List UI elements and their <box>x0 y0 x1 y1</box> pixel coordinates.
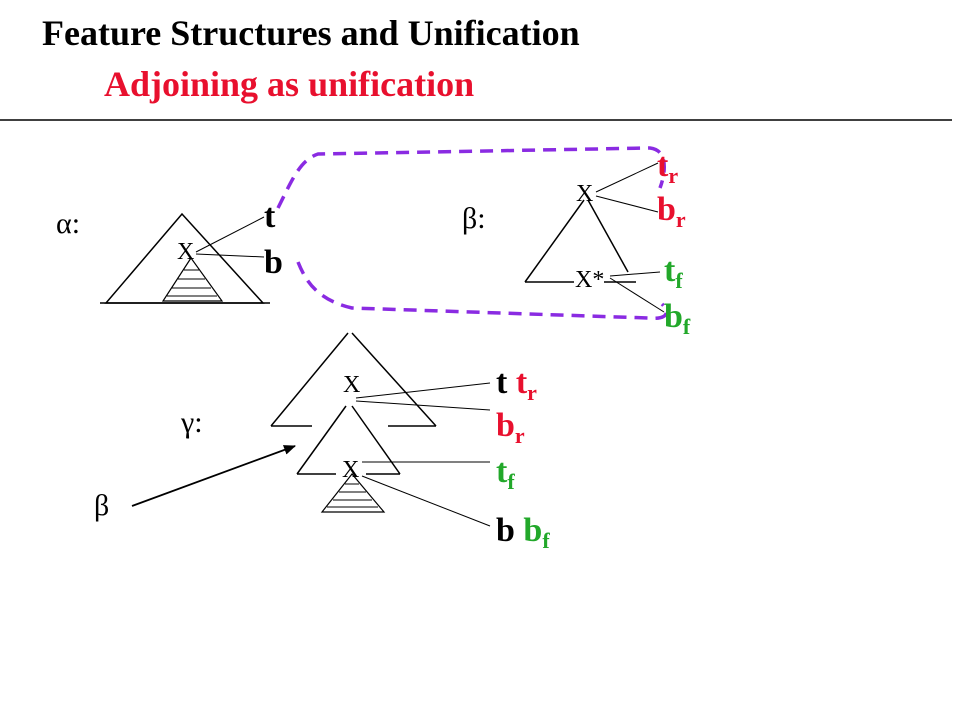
beta-root-top-feature: tr <box>657 147 678 188</box>
beta-root-bottom-feature: br <box>657 191 686 232</box>
gamma-inner-right-edge <box>351 405 401 475</box>
beta-root-top-connector <box>595 162 659 193</box>
gamma-root-bottom-connector <box>355 400 491 411</box>
alpha-node-x: X <box>177 239 194 265</box>
gamma-outer-right-edge <box>351 332 437 427</box>
beta-label: β: <box>462 202 486 235</box>
beta-pointer-arrow <box>131 445 296 507</box>
alpha-top-connector <box>195 216 265 253</box>
gamma-root-top-feature: t tr <box>496 364 537 405</box>
beta-right-edge <box>587 199 629 273</box>
beta-root-bottom-connector <box>595 195 659 213</box>
gamma-subtree-triangle <box>320 473 386 513</box>
beta-foot-bottom-connector <box>609 277 665 313</box>
alpha-top-feature: t <box>264 198 276 235</box>
gamma-inner-bottom-connector <box>361 475 491 527</box>
alpha-label: α: <box>56 207 80 240</box>
slide-title: Feature Structures and Unification <box>42 13 580 53</box>
gamma-beta-pointer-label: β <box>94 489 109 522</box>
alpha-tree: α: X t b <box>56 198 283 304</box>
alpha-bottom-connector <box>195 253 265 258</box>
gamma-tree: γ: X X t tr br tf b b <box>94 332 550 553</box>
gamma-root-node: X <box>343 372 360 398</box>
alpha-bottom-feature: b <box>264 244 283 281</box>
beta-root-node: X <box>576 181 593 207</box>
gamma-root-bottom-feature: br <box>496 407 525 448</box>
slide-subtitle: Adjoining as unification <box>104 64 475 104</box>
beta-foot-top-feature: tf <box>664 252 683 293</box>
alpha-subtree-triangle <box>161 256 224 302</box>
gamma-root-top-connector <box>355 382 491 399</box>
beta-tree: β: X X* tr br tf bf <box>462 147 691 339</box>
gamma-label: γ: <box>180 406 203 439</box>
gamma-inner-node: X <box>342 457 359 483</box>
beta-foot-top-connector <box>609 271 661 277</box>
adjoining-dashed-path <box>276 146 669 321</box>
gamma-outer-left-edge <box>270 332 349 427</box>
gamma-inner-bottom-feature: b bf <box>496 512 550 553</box>
gamma-inner-left-edge <box>296 405 347 475</box>
gamma-inner-top-feature: tf <box>496 453 515 494</box>
beta-foot-bottom-feature: bf <box>664 298 691 339</box>
beta-left-edge <box>524 199 585 283</box>
beta-foot-node: X* <box>575 267 604 293</box>
